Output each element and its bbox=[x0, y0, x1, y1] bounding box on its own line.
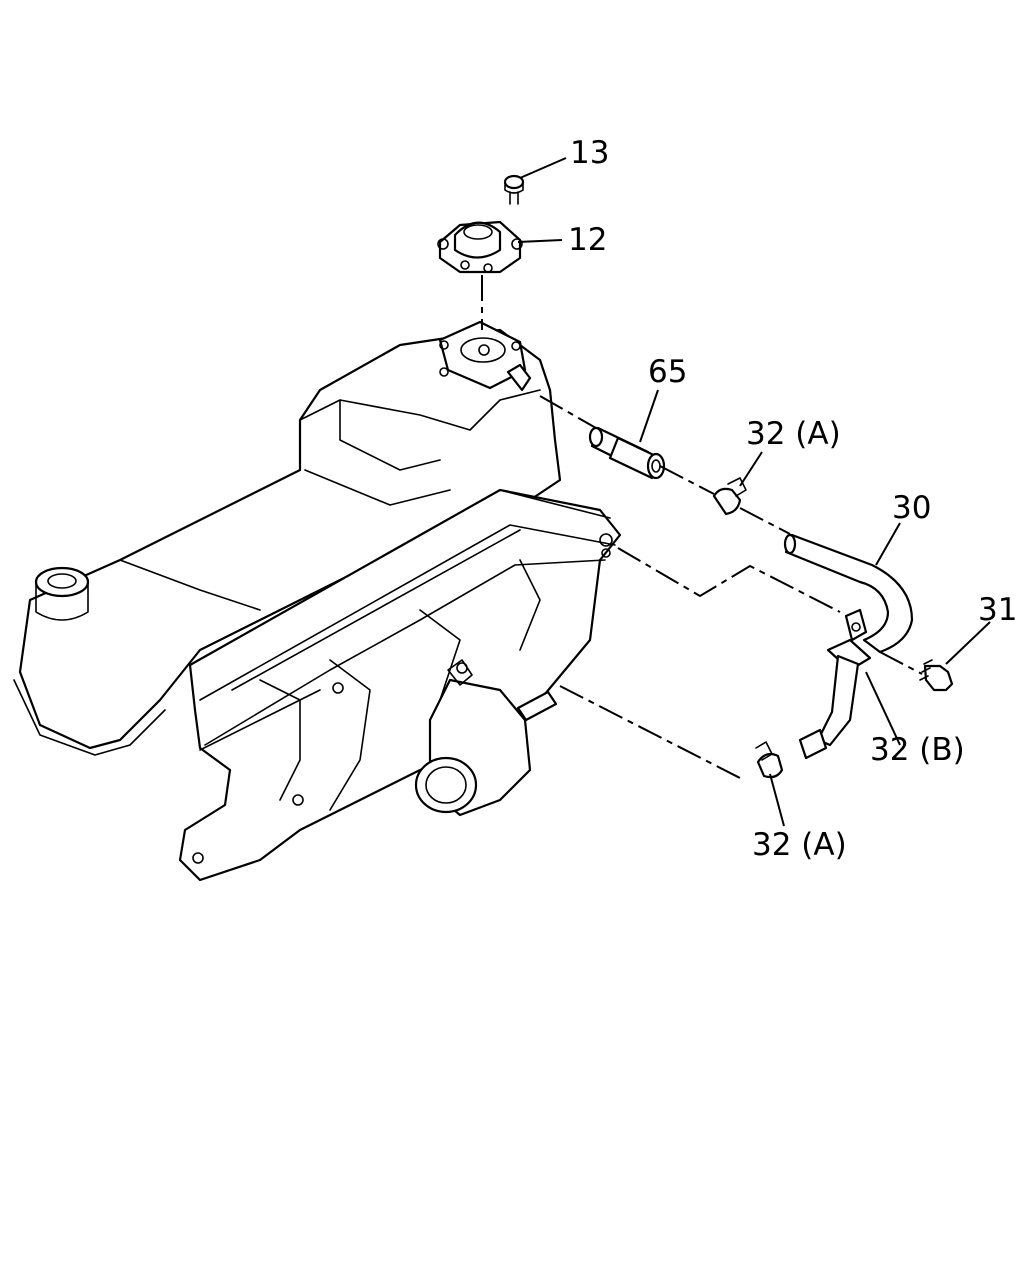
hose-30 bbox=[783, 533, 914, 760]
assembly-lines bbox=[481, 275, 923, 779]
bolt-13 bbox=[503, 174, 525, 205]
callout-32a-top: 32 (A) bbox=[746, 416, 841, 452]
bolt-31 bbox=[919, 659, 954, 692]
leader-lines bbox=[517, 157, 991, 827]
clip-32a-top bbox=[712, 477, 747, 516]
throttle-body bbox=[414, 659, 558, 817]
pipe-65 bbox=[588, 426, 666, 480]
thermostat-housing-seat bbox=[438, 320, 532, 392]
clip-32a-bottom bbox=[755, 741, 784, 779]
callout-32b: 32 (B) bbox=[870, 732, 965, 768]
cylinder-head-cover bbox=[13, 328, 562, 756]
callout-30: 30 bbox=[892, 490, 931, 526]
thermostat-cap-12 bbox=[437, 220, 523, 274]
callout-32a-bottom: 32 (A) bbox=[752, 827, 847, 863]
callout-13: 13 bbox=[570, 135, 609, 171]
callout-65: 65 bbox=[648, 354, 687, 390]
callout-12: 12 bbox=[568, 222, 607, 258]
intake-manifold bbox=[178, 488, 622, 882]
callout-31: 31 bbox=[978, 592, 1017, 628]
